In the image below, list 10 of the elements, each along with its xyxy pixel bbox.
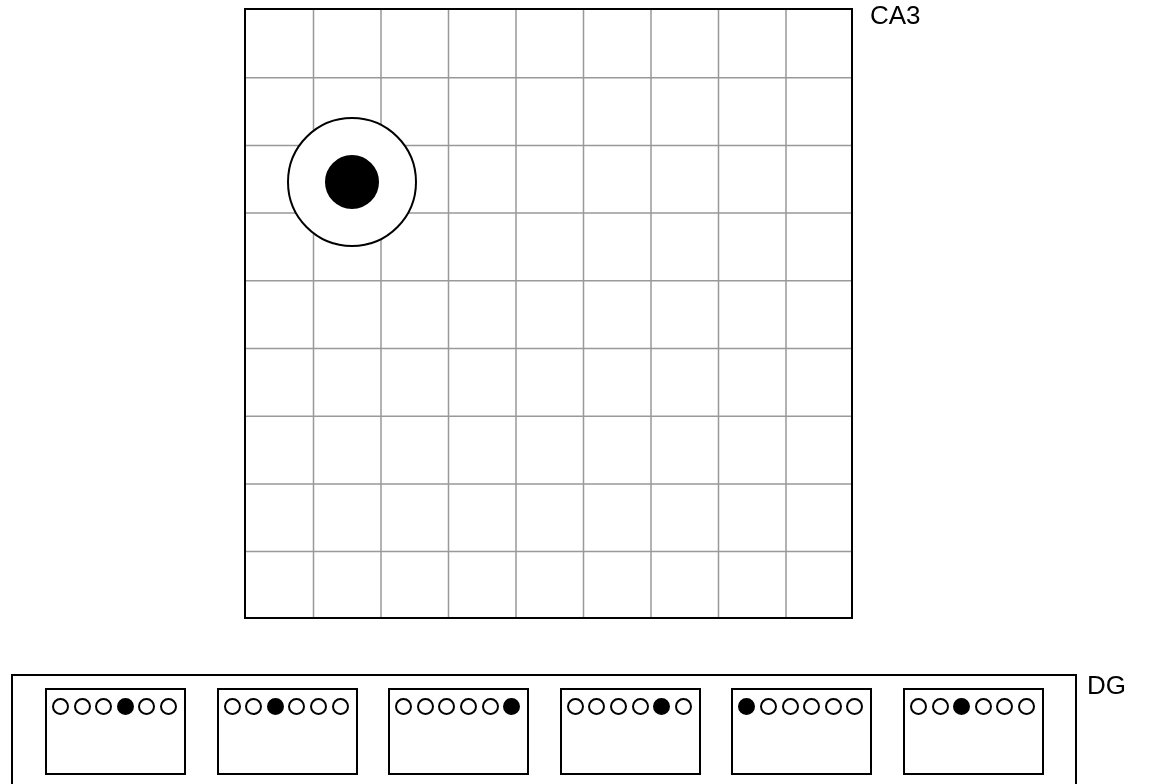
cell-box [559, 688, 701, 775]
cell-box [731, 688, 873, 775]
region-box [11, 674, 1077, 784]
region-label: CA3 [870, 2, 921, 28]
cell-box [216, 688, 358, 775]
cell-box [45, 688, 186, 775]
cell-box [388, 688, 530, 775]
region-label: DG [1087, 672, 1126, 698]
grid-area [244, 8, 853, 619]
cell-box [903, 688, 1044, 775]
